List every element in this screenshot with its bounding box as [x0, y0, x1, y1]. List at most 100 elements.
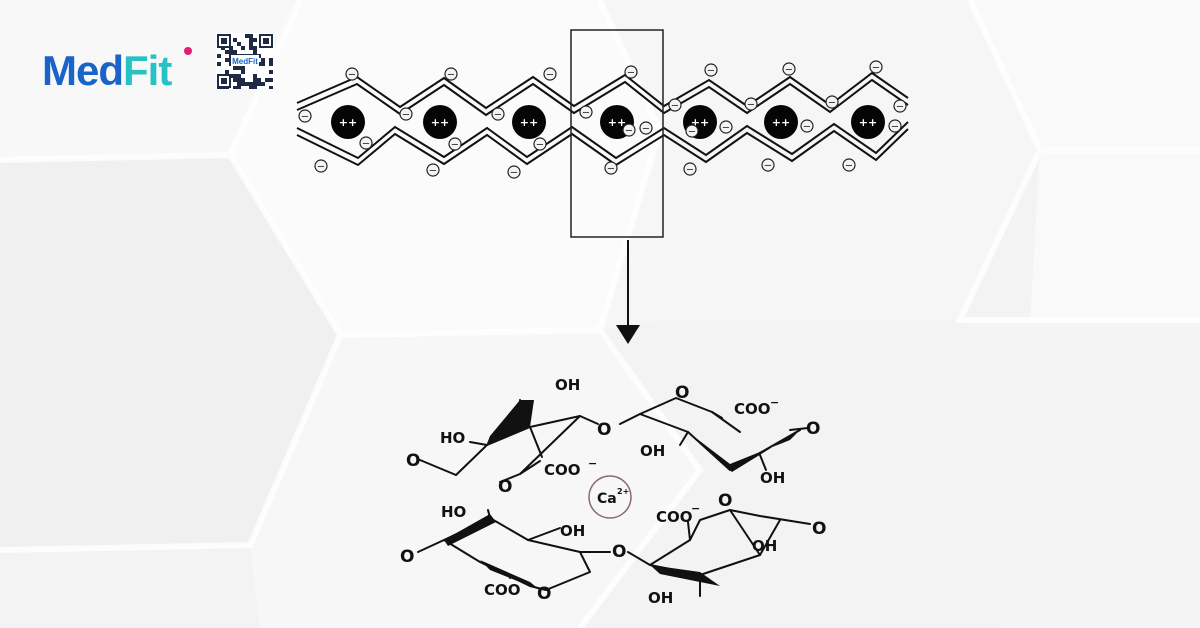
carboxylate-anion-25	[314, 159, 328, 173]
anion-charge-label: −	[896, 102, 904, 113]
atom-label-bot-right-coo-charge: −	[691, 502, 700, 515]
medfit-logo: MedFit	[42, 47, 192, 94]
bottom-left-ring	[417, 509, 611, 591]
carboxylate-anion-1	[345, 67, 359, 81]
bottom-right-ring	[627, 509, 811, 597]
atom-label-bot-left-ring-o: O	[537, 584, 551, 604]
anion-charge-label: −	[362, 139, 370, 150]
calcium-ion-charge: 2+	[617, 487, 629, 496]
atom-label-top-right-coo-charge: −	[770, 396, 779, 409]
carboxylate-anion-2	[444, 67, 458, 81]
top-alginate-chain-lower	[296, 78, 909, 117]
atom-label-bot-right-ring-o: O	[718, 491, 732, 511]
anion-charge-label: −	[494, 110, 502, 121]
carboxylate-anion-31	[842, 158, 856, 172]
calcium-cation-7	[851, 105, 885, 139]
carboxylate-anion-17	[825, 95, 839, 109]
selection-box	[570, 29, 664, 238]
logo-text-fit: Fit	[123, 47, 172, 94]
anion-charge-label: −	[764, 161, 772, 172]
egg-box-model: ++++++++++++++ −−−−−−−−−−−−−−−−−−−−−−−−−…	[296, 29, 909, 344]
zoom-arrow-head	[616, 325, 640, 344]
anion-charge-label: −	[625, 126, 633, 137]
atom-label-bot-right-o-right: O	[812, 519, 826, 539]
anion-charge-label: −	[546, 70, 554, 81]
bottom-alginate-chain	[296, 128, 909, 167]
anion-charge-label: −	[722, 123, 730, 134]
anion-charge-label: −	[348, 70, 356, 81]
carboxylate-anion-26	[426, 163, 440, 177]
top-left-ring	[419, 399, 599, 483]
carboxylate-anion-30	[761, 158, 775, 172]
calcium-cation-2	[423, 105, 457, 139]
carboxylate-anion-29	[683, 162, 697, 176]
cation-charge-label: ++	[859, 116, 877, 129]
anion-charge-label: −	[582, 108, 590, 119]
cation-charge-label: ++	[339, 116, 357, 129]
carboxylate-anion-11	[579, 105, 593, 119]
carboxylate-anion-5	[704, 63, 718, 77]
carboxylate-anion-14	[719, 120, 733, 134]
atom-label-bot-left-ho: HO	[441, 503, 466, 521]
anion-charge-label: −	[510, 168, 518, 179]
calcium-ion-circle	[588, 475, 632, 519]
calcium-cation-1	[331, 105, 365, 139]
carboxylate-anion-4	[624, 65, 638, 79]
cation-charge-label: ++	[608, 116, 626, 129]
alginate-calcium-structure	[417, 397, 811, 597]
bottom-alginate-chain-upper	[296, 121, 909, 160]
carboxylate-anion-20	[448, 137, 462, 151]
atom-label-top-right-oh-bottom: OH	[760, 469, 785, 487]
anion-charge-label: −	[785, 65, 793, 76]
qr-code-icon: MedFit	[216, 33, 274, 89]
anion-charge-label: −	[686, 165, 694, 176]
anion-charge-label: −	[317, 162, 325, 173]
atom-label-bot-right-oh-right: OH	[752, 537, 777, 555]
carboxylate-anion-28	[604, 161, 618, 175]
atom-label-top-left-ring-o: O	[498, 477, 512, 497]
atom-label-bot-left-oh: OH	[560, 522, 585, 540]
anion-charge-label: −	[447, 70, 455, 81]
carboxylate-anion-27	[507, 165, 521, 179]
anion-charge-label: −	[536, 140, 544, 151]
atom-label-top-right-coo: COO	[734, 400, 771, 418]
anion-charge-label: −	[828, 98, 836, 109]
atom-label-top-left-ho: HO	[440, 429, 465, 447]
carboxylate-anion-8	[298, 109, 312, 123]
carboxylate-anion-22	[622, 123, 636, 137]
qr-label: MedFit	[232, 57, 258, 66]
atom-label-bot-right-oh-bottom: OH	[648, 589, 673, 607]
carboxylate-anion-7	[869, 60, 883, 74]
atom-label-top-bridge-o: O	[597, 420, 611, 440]
atom-label-top-left-o-left: O	[406, 451, 420, 471]
cation-charge-label: ++	[520, 116, 538, 129]
atom-label-top-right-oh-left: OH	[640, 442, 665, 460]
anion-charge-label: −	[707, 66, 715, 77]
top-alginate-chain	[296, 71, 909, 110]
cation-charge-label: ++	[431, 116, 449, 129]
anion-charge-label: −	[671, 101, 679, 112]
anion-charge-label: −	[607, 164, 615, 175]
cation-charge-label: ++	[772, 116, 790, 129]
carboxylate-anion-24	[893, 99, 907, 113]
atom-label-bot-left-o-left: O	[400, 547, 414, 567]
atom-label-top-right-ring-o: O	[675, 383, 689, 403]
carboxylate-anion-23	[685, 124, 699, 138]
carboxylate-anion-6	[782, 62, 796, 76]
anion-charge-label: −	[688, 127, 696, 138]
carboxylate-anion-13	[668, 98, 682, 112]
logo-dot	[184, 47, 192, 55]
atom-label-bot-bridge-o: O	[612, 542, 626, 562]
carboxylate-anion-9	[399, 107, 413, 121]
calcium-cation-3	[512, 105, 546, 139]
carboxylate-anion-10	[491, 107, 505, 121]
carboxylate-anion-15	[744, 97, 758, 111]
anion-charge-label: −	[872, 63, 880, 74]
logo-text-med: Med	[42, 47, 124, 94]
carboxylate-anion-12	[639, 121, 653, 135]
anion-charge-label: −	[429, 166, 437, 177]
carboxylate-anion-18	[888, 119, 902, 133]
anion-charge-label: −	[402, 110, 410, 121]
